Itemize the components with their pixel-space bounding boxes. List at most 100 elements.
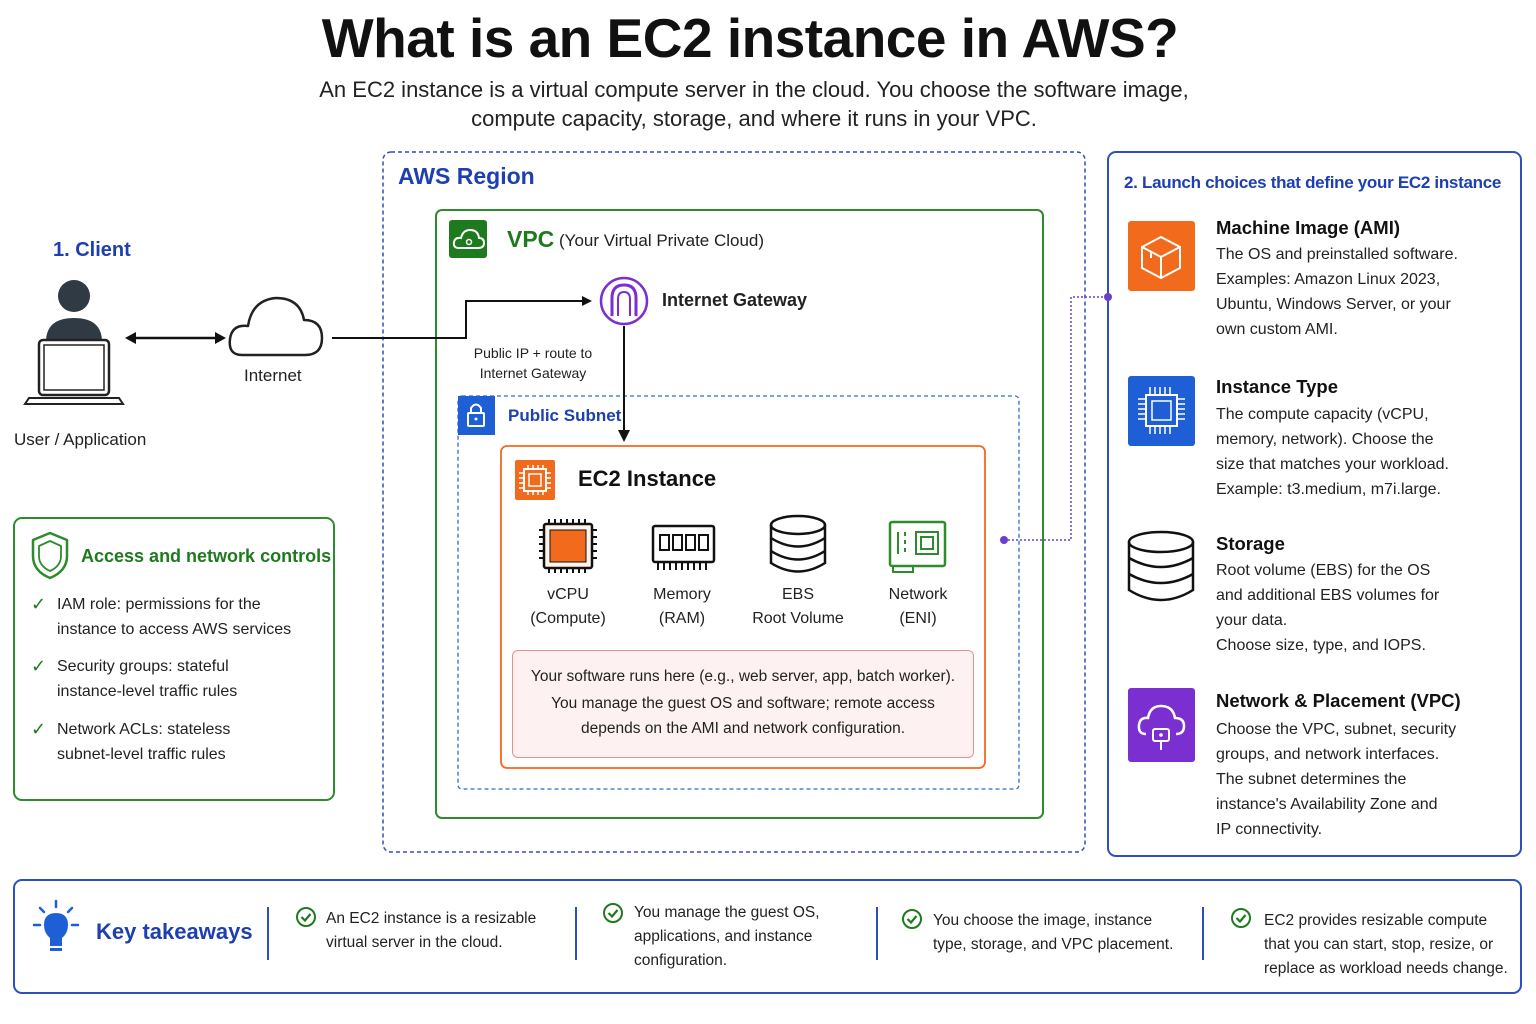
launch-desc-line: groups, and network interfaces. (1216, 746, 1440, 763)
launch-desc-line: size that matches your workload. (1216, 456, 1449, 473)
region-title: AWS Region (398, 163, 535, 189)
component-line: vCPU (547, 586, 589, 603)
launch-desc-line: and additional EBS volumes for (1216, 587, 1440, 604)
launch-desc-line: Examples: Amazon Linux 2023, (1216, 271, 1441, 288)
takeaway-line: You choose the image, instance (933, 912, 1153, 929)
component-memory-label: Memory (RAM) (632, 583, 732, 631)
route-note-line: Public IP + route to (473, 345, 593, 361)
software-line: depends on the AMI and network configura… (581, 720, 905, 737)
check-icon: ✓ (31, 719, 47, 739)
check-circle-icon (296, 907, 316, 927)
user-label: User / Application (14, 430, 147, 449)
takeaway-line: applications, and instance (634, 928, 813, 945)
takeaway-line: configuration. (634, 952, 728, 969)
check-icon: ✓ (31, 594, 47, 614)
access-item-line: instance to access AWS services (57, 621, 292, 638)
storage-database-icon (1127, 530, 1195, 602)
subtitle-line-1: An EC2 instance is a virtual compute ser… (319, 77, 1189, 102)
takeaway-line: that you can start, stop, resize, or (1264, 936, 1494, 953)
page-title: What is an EC2 instance in AWS? (321, 7, 1179, 69)
launch-choices-box (1107, 151, 1522, 857)
launch-choices-title: 2. Launch choices that define your EC2 i… (1124, 173, 1502, 192)
internet-gateway-label: Internet Gateway (662, 290, 808, 310)
ec2-instance-box (500, 445, 986, 769)
access-item: Security groups: stateful instance-level… (57, 654, 327, 704)
launch-desc-line: own custom AMI. (1216, 321, 1338, 338)
launch-desc-line: your data. (1216, 612, 1288, 629)
launch-desc-line: Ubuntu, Windows Server, or your (1216, 296, 1451, 313)
check-icon: ✓ (31, 656, 47, 676)
takeaway-line: You manage the guest OS, (634, 904, 820, 921)
component-line: (ENI) (899, 610, 937, 627)
launch-item-storage-name: Storage (1216, 533, 1285, 554)
vpc-box (435, 209, 1044, 819)
launch-desc-line: Choose the VPC, subnet, security (1216, 721, 1457, 738)
launch-item-type-name: Instance Type (1216, 376, 1339, 397)
launch-item-network-desc: Choose the VPC, subnet, security groups,… (1216, 717, 1506, 842)
vpc-subtitle: (Your Virtual Private Cloud) (559, 231, 765, 250)
component-vcpu-label: vCPU (Compute) (518, 583, 618, 631)
component-line: Root Volume (752, 610, 844, 627)
takeaway-item: An EC2 instance is a resizable virtual s… (326, 907, 536, 955)
internet-cloud-icon (228, 296, 324, 357)
launch-desc-line: The subnet determines the (1216, 771, 1407, 788)
route-note-line: Internet Gateway (479, 365, 587, 381)
access-item-line: Network ACLs: stateless (57, 721, 231, 738)
launch-desc-line: instance's Availability Zone and (1216, 796, 1438, 813)
vpc-cloud-icon (449, 220, 487, 258)
component-line: Memory (653, 586, 711, 603)
access-item-line: Security groups: stateful (57, 658, 229, 675)
access-item-line: IAM role: permissions for the (57, 596, 261, 613)
network-card-icon (888, 520, 947, 573)
launch-item-ami-name: Machine Image (AMI) (1216, 217, 1400, 238)
memory-module-icon (651, 524, 716, 570)
takeaways-box (13, 879, 1522, 994)
database-icon (769, 514, 827, 573)
launch-desc-line: The compute capacity (vCPU, (1216, 406, 1429, 423)
access-item: Network ACLs: stateless subnet-level tra… (57, 717, 327, 767)
access-item: IAM role: permissions for the instance t… (57, 592, 327, 642)
takeaways-title: Key takeaways (96, 919, 253, 944)
software-line: Your software runs here (e.g., web serve… (530, 668, 956, 685)
component-ebs-label: EBS Root Volume (743, 583, 853, 631)
takeaway-item: You manage the guest OS, applications, a… (634, 901, 820, 973)
launch-desc-line: memory, network). Choose the (1216, 431, 1434, 448)
launch-item-type-desc: The compute capacity (vCPU, memory, netw… (1216, 402, 1506, 502)
client-heading: 1. Client (53, 239, 131, 261)
internet-gateway-icon (599, 276, 649, 326)
takeaway-item: You choose the image, instance type, sto… (933, 909, 1173, 957)
public-subnet-title: Public Subnet (508, 406, 622, 425)
component-line: Network (888, 586, 948, 603)
ec2-chip-icon (515, 460, 555, 500)
takeaway-line: EC2 provides resizable compute (1264, 912, 1488, 929)
check-circle-icon (1231, 908, 1251, 928)
component-network-label: Network (ENI) (868, 583, 968, 631)
launch-item-storage-desc: Root volume (EBS) for the OS and additio… (1216, 558, 1506, 658)
subtitle-line-2: compute capacity, storage, and where it … (471, 106, 1037, 131)
route-note: Public IP + route to Internet Gateway (455, 343, 611, 383)
user-laptop-icon (23, 280, 125, 405)
launch-desc-line: IP connectivity. (1216, 821, 1323, 838)
launch-item-network-name: Network & Placement (VPC) (1216, 690, 1461, 711)
lightbulb-icon (32, 899, 80, 951)
vpc-title: VPC (507, 226, 555, 252)
launch-desc-line: Example: t3.medium, m7i.large. (1216, 481, 1441, 498)
access-item-line: instance-level traffic rules (57, 683, 238, 700)
subnet-lock-icon (458, 396, 495, 435)
component-line: (RAM) (658, 610, 706, 627)
software-line: You manage the guest OS and software; re… (551, 695, 935, 712)
access-controls-box (13, 517, 335, 801)
cpu-chip-icon (539, 519, 597, 573)
takeaway-line: virtual server in the cloud. (326, 934, 503, 951)
launch-desc-line: The OS and preinstalled software. (1216, 246, 1458, 263)
check-circle-icon (603, 903, 623, 923)
launch-desc-line: Choose size, type, and IOPS. (1216, 637, 1426, 654)
takeaway-line: replace as workload needs change. (1264, 960, 1508, 977)
takeaway-line: type, storage, and VPC placement. (933, 936, 1174, 953)
takeaway-line: An EC2 instance is a resizable (326, 910, 537, 927)
software-note: Your software runs here (e.g., web serve… (512, 650, 974, 758)
takeaway-item: EC2 provides resizable compute that you … (1264, 909, 1508, 981)
component-line: (Compute) (530, 610, 606, 627)
public-subnet-box (457, 395, 1020, 790)
access-item-line: subnet-level traffic rules (57, 746, 226, 763)
